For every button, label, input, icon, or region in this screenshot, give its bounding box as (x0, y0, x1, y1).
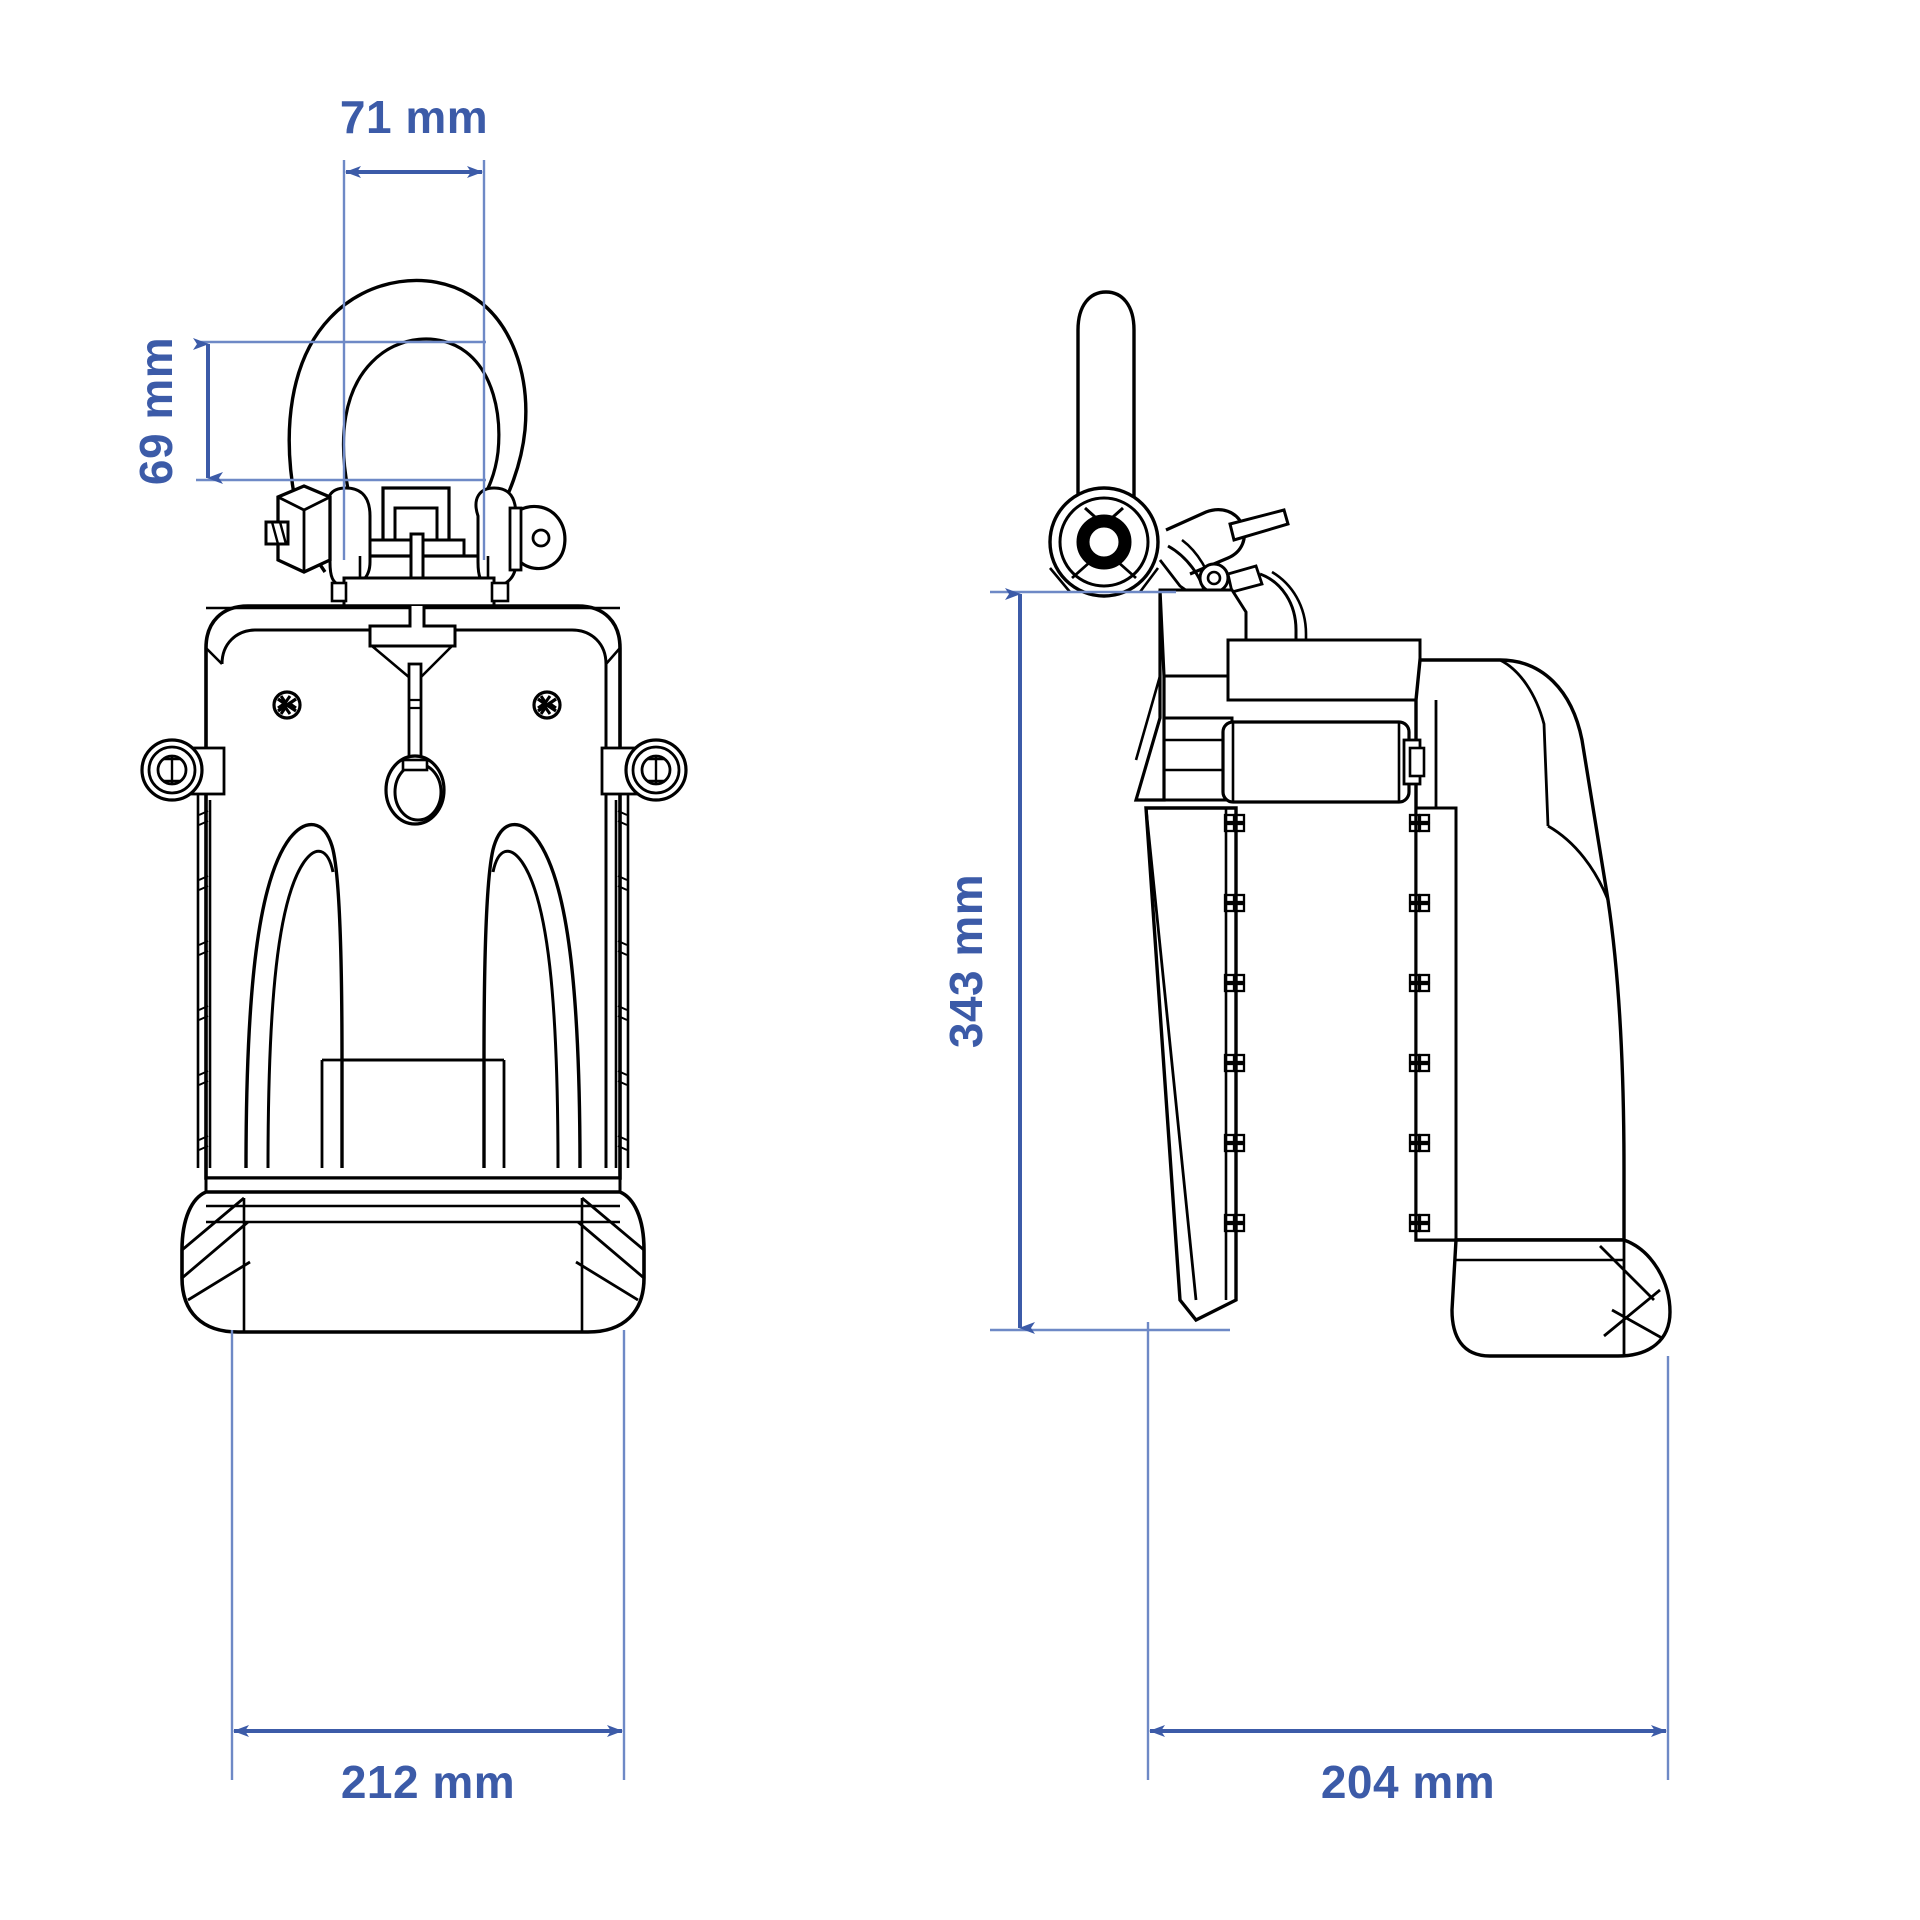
jaw-plate-left (1144, 806, 1246, 1323)
dimension-label-343mm: 343 mm (940, 874, 992, 1048)
dimension-label-212mm: 212 mm (341, 1756, 515, 1808)
locking-lever (1158, 508, 1308, 668)
pin-retainer-bolt (330, 576, 510, 608)
front-view (140, 278, 688, 1334)
side-view (1048, 290, 1672, 1358)
adjustment-knob-left (140, 738, 226, 802)
jaw-arm-left (244, 822, 344, 1169)
jaw-arm-right (342, 822, 582, 1169)
dimension-overall-depth: 204 mm (1146, 1322, 1670, 1808)
crossbar-cylinder (1221, 720, 1426, 804)
dimension-label-69mm: 69 mm (130, 337, 182, 485)
adjustment-knob-right (600, 738, 688, 802)
tapered-tip (1450, 1238, 1672, 1358)
body-profile (1133, 588, 1626, 1242)
shackle-nut (264, 484, 332, 574)
jaw-plate-right (1408, 806, 1458, 1242)
shackle-collar (1048, 486, 1160, 598)
dimension-overall-width: 212 mm (230, 1330, 626, 1808)
dimension-annotations: 71 mm 69 mm 212 mm 343 mm 20 (130, 91, 1670, 1808)
dimension-shackle-height: 69 mm (130, 337, 486, 485)
dimension-label-204mm: 204 mm (1321, 1756, 1495, 1808)
body-frame (196, 604, 630, 1180)
dimension-overall-height: 343 mm (940, 588, 1230, 1334)
dimension-label-71mm: 71 mm (340, 91, 488, 143)
safety-pull-pin (368, 606, 457, 826)
shackle-end-cap (508, 504, 567, 572)
dimension-shackle-width: 71 mm (340, 91, 488, 560)
base-pad (180, 1176, 646, 1334)
